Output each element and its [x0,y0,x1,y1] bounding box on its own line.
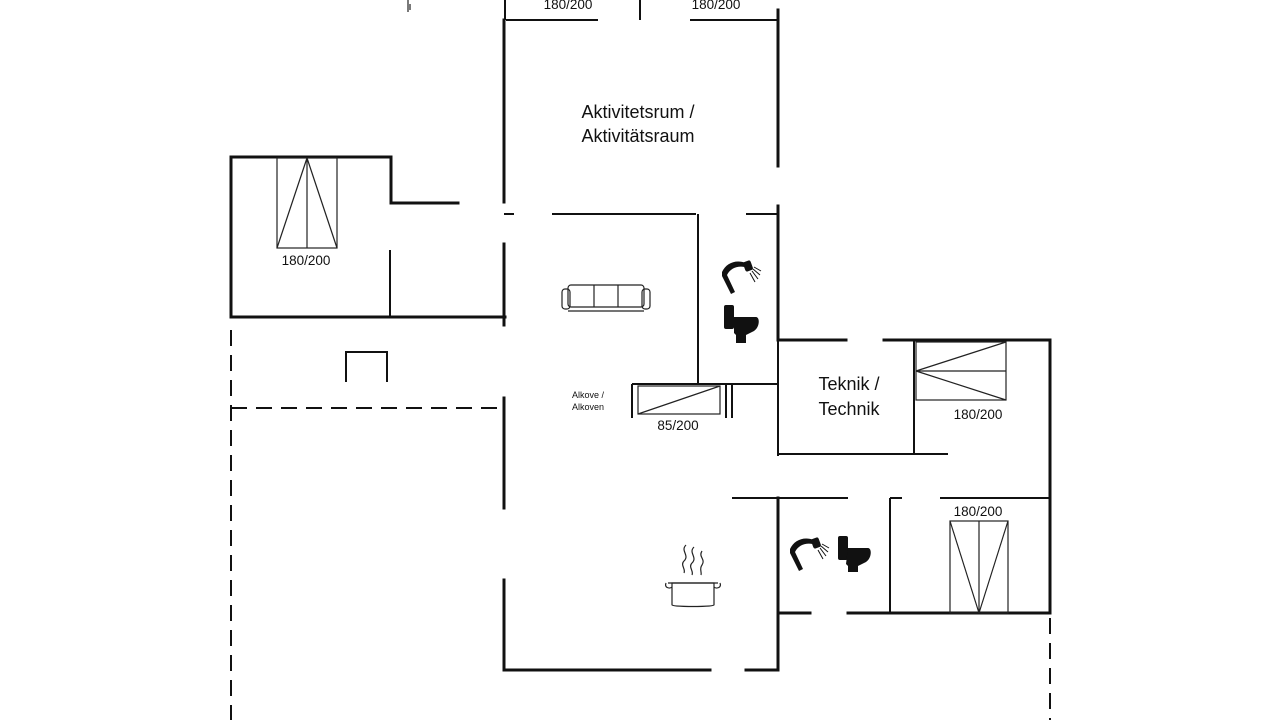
bed-size-top-right: 180/200 [692,0,741,12]
bed-right-lower [949,520,1009,614]
walls [229,0,1052,672]
activity-room-label-2: Aktivitätsraum [581,126,694,146]
bed-left-bedroom [276,157,338,249]
activity-room-label-1: Aktivitetsrum / [581,102,694,122]
alcove-label-2: Alkoven [572,402,604,412]
tech-room-label-2: Technik [818,399,880,419]
alcove-label-1: Alkove / [572,390,605,400]
bed-size-left-bedroom: 180/200 [282,253,331,268]
shower-icon [722,260,762,294]
cooking-pot-icon [665,544,721,608]
bed-size-right-lower: 180/200 [954,504,1003,519]
bed-right-upper [915,341,1007,401]
tech-room-label-1: Teknik / [818,374,879,394]
stove-outline [345,351,388,382]
outdoor-shower-icon [407,0,411,12]
toilet-icon-2 [838,536,871,572]
bed-alcove [637,385,721,415]
bed-size-right-upper: 180/200 [954,407,1003,422]
toilet-icon [724,305,759,343]
shower-icon-2 [790,537,830,571]
sofa-icon [561,284,651,312]
bed-size-alcove: 85/200 [657,418,698,433]
bed-size-top-left: 180/200 [544,0,593,12]
dashed-outlines [230,330,1051,720]
